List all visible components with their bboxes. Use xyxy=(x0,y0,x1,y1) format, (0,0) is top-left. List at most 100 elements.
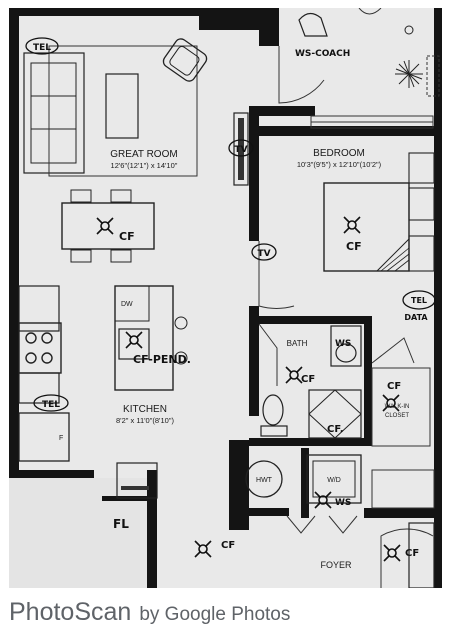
photoscan-watermark: PhotoScan by Google Photos xyxy=(9,598,290,632)
dining-area: CF xyxy=(61,189,155,263)
svg-text:TEL: TEL xyxy=(42,400,60,410)
walk-in-closet: CF WALK-IN CLOSET xyxy=(371,337,435,509)
wall-bedroom-top-left xyxy=(259,106,315,116)
wall-top-mid xyxy=(199,8,279,30)
wall-laundry-mid xyxy=(301,448,309,518)
cf-label-foyer: CF xyxy=(221,540,235,551)
bath-sink xyxy=(330,325,362,367)
great-room: GREAT ROOM 12'6"(12'1") x 14'10" xyxy=(23,38,249,186)
burner-icon xyxy=(25,352,37,364)
closet-line1: WALK-IN xyxy=(385,404,410,410)
stool xyxy=(174,351,188,365)
ws-coach-label: WS-COACH xyxy=(295,49,350,59)
photoscan-brand: PhotoScan xyxy=(9,598,132,626)
cf-label-closet: CF xyxy=(387,381,401,392)
great-room-dims: 12'6"(12'1") x 14'10" xyxy=(111,161,178,170)
nightstand xyxy=(408,152,435,184)
wall-bottom-left xyxy=(19,470,94,478)
toilet xyxy=(262,394,284,426)
refrigerator xyxy=(18,412,70,462)
bath-name: BATH xyxy=(287,339,308,348)
wall-left xyxy=(9,8,19,478)
tv-stand xyxy=(233,112,249,186)
cf-pend-label: CF-PEND. xyxy=(133,353,191,366)
tel-annotation: TEL xyxy=(25,37,59,55)
bedroom-dims: 10'3"(9'5") x 12'10"(10'2") xyxy=(297,160,382,169)
kitchen-dims: 8'2" x 11'0"(8'10") xyxy=(116,416,175,425)
dining-table xyxy=(61,202,155,250)
chair xyxy=(298,12,328,37)
exterior-area xyxy=(9,478,149,588)
front-door xyxy=(380,528,434,588)
armchair xyxy=(162,38,208,82)
counter xyxy=(18,372,60,404)
burner-icon xyxy=(25,332,37,344)
cf-label-dining: CF xyxy=(119,230,135,243)
wall-bath-right xyxy=(364,316,372,446)
cabinet xyxy=(116,462,158,499)
cf-dot-label: CF. xyxy=(327,424,344,435)
hwt-label: HWT xyxy=(256,477,273,484)
wall-bath-top xyxy=(249,316,369,324)
wall-bath-left xyxy=(249,306,259,416)
wall-laundry-bottom xyxy=(229,508,289,516)
dw-label: DW xyxy=(121,301,133,308)
wall-bedroom-top xyxy=(259,126,439,136)
rug xyxy=(48,45,198,177)
wall-bedroom-left xyxy=(249,106,259,241)
ws-label-laundry: WS xyxy=(335,498,351,508)
sofa xyxy=(23,52,85,174)
great-room-name: GREAT ROOM xyxy=(110,149,177,160)
bedroom-name: BEDROOM xyxy=(313,148,365,159)
floor-plan-photo: GREAT ROOM 12'6"(12'1") x 14'10" CF F DW xyxy=(9,8,442,588)
bedroom: BEDROOM 10'3"(9'5") x 12'10"(10'2") CF xyxy=(258,115,435,309)
svg-text:TEL: TEL xyxy=(411,296,427,305)
entry-top: WS-COACH xyxy=(278,8,440,104)
dining-chair xyxy=(70,189,92,203)
kitchen-name: KITCHEN xyxy=(123,404,167,415)
dining-chair xyxy=(70,249,92,263)
foyer: CF FOYER CF xyxy=(194,522,435,588)
entry-door xyxy=(278,46,325,104)
bedroom-door xyxy=(258,241,295,309)
burner-icon xyxy=(41,352,53,364)
counter xyxy=(18,285,60,332)
wall-closet-bottom xyxy=(364,508,442,518)
washer-dryer xyxy=(306,454,362,504)
dresser xyxy=(408,187,435,221)
nightstand xyxy=(408,235,435,272)
tel-data-annotation: TEL DATA xyxy=(402,290,436,322)
wall-notch xyxy=(259,30,279,46)
dining-chair xyxy=(110,249,132,263)
bathroom: BATH CF WS CF. xyxy=(258,323,362,439)
stool xyxy=(174,316,188,330)
wd-label: W/D xyxy=(327,477,341,484)
cf-label-bedroom: CF xyxy=(346,240,362,253)
svg-text:TV: TV xyxy=(234,145,247,155)
wall-top-left xyxy=(19,8,199,16)
tv-annotation: TV xyxy=(228,139,254,157)
dishwasher xyxy=(114,285,150,322)
laundry: HWT W/D WS xyxy=(245,454,362,534)
tv-unit xyxy=(238,118,244,180)
svg-text:TEL: TEL xyxy=(33,43,51,53)
foyer-name: FOYER xyxy=(320,560,352,570)
fridge-label: F xyxy=(59,435,63,442)
cabinet-handle xyxy=(121,486,149,490)
walls xyxy=(9,8,442,588)
tv-annotation: TV xyxy=(251,243,277,261)
wall-laundry-left xyxy=(229,440,249,530)
closet-line2: CLOSET xyxy=(385,413,409,419)
wall-right xyxy=(434,8,442,588)
wall-laundry-top xyxy=(249,438,369,446)
cf-label-bath: CF xyxy=(301,374,315,385)
sink xyxy=(118,328,150,360)
floor-plan: GREAT ROOM 12'6"(12'1") x 14'10" CF F DW xyxy=(9,8,442,588)
plant-icon xyxy=(395,60,423,88)
sofa-seat xyxy=(30,62,77,164)
fl-label: FL xyxy=(113,517,129,531)
svg-text:TV: TV xyxy=(257,249,270,259)
tel-annotation: TEL xyxy=(33,394,69,412)
cf-label-entry: CF xyxy=(405,548,419,559)
burner-icon xyxy=(41,332,53,344)
